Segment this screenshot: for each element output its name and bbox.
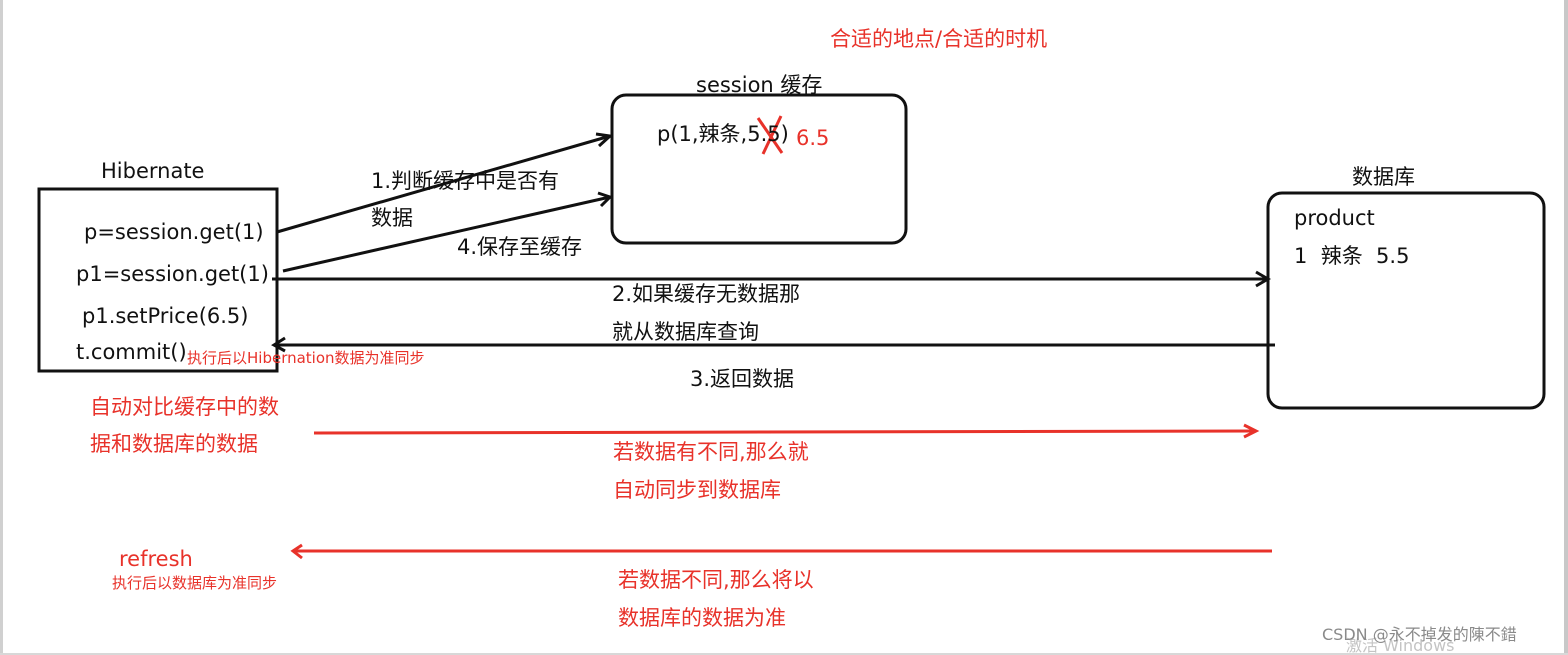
arrow-query-database <box>272 270 1271 288</box>
arrow-check-cache <box>276 132 614 234</box>
activate-windows-watermark: 激活 Windows <box>1346 636 1455 655</box>
diagram-title: 合适的地点/合适的时机 <box>830 27 1048 51</box>
step1-label-line1: 1.判断缓存中是否有 <box>371 169 560 193</box>
arrow-return-data <box>271 336 1275 353</box>
arrow-refresh-sync <box>290 543 1272 560</box>
cache-new-price: 6.5 <box>796 126 830 150</box>
strike-old-price-mark <box>756 115 784 155</box>
window-right-edge <box>1564 0 1568 655</box>
code-line-get-p: p=session.get(1) <box>84 220 264 244</box>
window-left-edge <box>0 0 3 655</box>
refresh-result-line1: 若数据不同,那么将以 <box>618 568 814 592</box>
session-cache-box <box>610 93 908 245</box>
csdn-watermark: CSDN @永不掉发的陳不錯 <box>1322 625 1517 644</box>
commit-note: 执行后以Hibernation数据为准同步 <box>187 349 425 367</box>
database-box <box>1266 191 1546 410</box>
commit-compare-line2: 据和数据库的数据 <box>90 432 258 456</box>
sync-to-db-line2: 自动同步到数据库 <box>613 478 781 502</box>
refresh-note: 执行后以数据库为准同步 <box>112 574 278 592</box>
refresh-label: refresh <box>119 547 193 571</box>
session-cache-label: session 缓存 <box>696 73 823 97</box>
database-table-name: product <box>1294 206 1375 230</box>
window-bottom-edge <box>0 653 1568 655</box>
database-label: 数据库 <box>1352 165 1415 189</box>
refresh-result-line2: 数据库的数据为准 <box>618 606 786 630</box>
code-line-commit: t.commit() <box>76 340 187 364</box>
arrow-commit-sync <box>313 423 1260 439</box>
step2-label-line1: 2.如果缓存无数据那 <box>612 282 801 306</box>
step4-label: 4.保存至缓存 <box>457 235 583 259</box>
step3-label: 3.返回数据 <box>690 367 795 391</box>
code-line-get-p1: p1=session.get(1) <box>76 262 269 286</box>
sync-to-db-line1: 若数据有不同,那么就 <box>613 440 809 464</box>
hibernate-label: Hibernate <box>101 159 205 183</box>
commit-compare-line1: 自动对比缓存中的数 <box>90 395 279 419</box>
cache-record: p(1,辣条,5.5) <box>657 122 789 146</box>
database-row: 1 辣条 5.5 <box>1294 244 1410 268</box>
code-line-set-price: p1.setPrice(6.5) <box>82 304 249 328</box>
step1-label-line2: 数据 <box>371 206 413 230</box>
step2-label-line2: 就从数据库查询 <box>612 320 759 344</box>
arrow-save-cache <box>282 191 613 273</box>
